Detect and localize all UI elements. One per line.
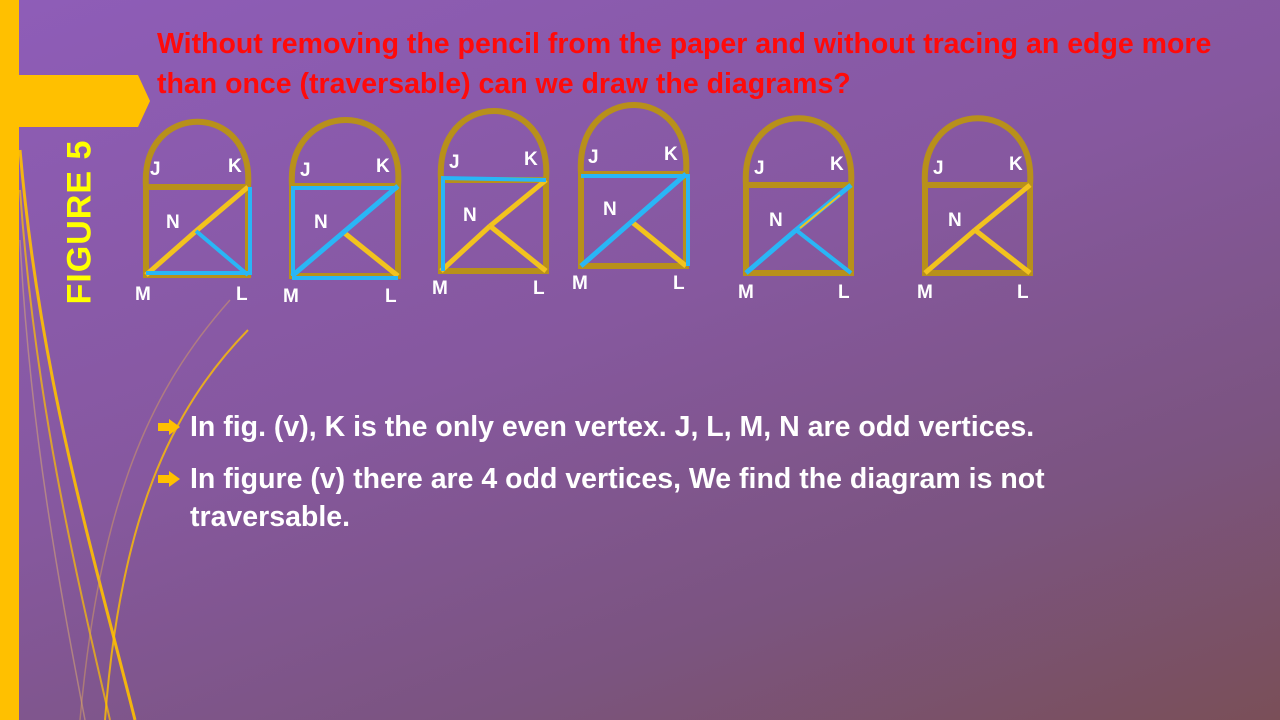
diagram-6-label-j: J (933, 158, 944, 179)
diagram-6-diagonal-mn (923, 228, 977, 275)
diagram-5-diagonal-mn (744, 228, 798, 275)
diagram-5-diagonal-kn-yellow (799, 194, 841, 229)
diagram-6-label-m: M (917, 282, 933, 303)
diagram-4-label-m: M (572, 273, 588, 294)
diagram-6-arc (921, 115, 1034, 186)
diagram-3-label-k: K (524, 149, 538, 170)
diagram-6-diagonal-kn (973, 183, 1032, 232)
diagram-2: J K N M L (283, 117, 402, 307)
diagram-3-edge-jk (440, 176, 547, 182)
diagram-3-diagonal-mn (439, 224, 492, 273)
figure-diagrams: J K N M L J K N M L J K N M L (135, 102, 1034, 307)
diagram-4-arc (577, 102, 690, 175)
diagram-2-arc (288, 117, 402, 187)
bullet-text: In fig. (v), K is the only even vertex. … (190, 411, 1035, 443)
bullet-list: In fig. (v), K is the only even vertex. … (158, 408, 1168, 550)
diagram-2-label-j: J (300, 160, 311, 181)
diagram-3-label-m: M (432, 278, 448, 299)
decorative-curves (18, 149, 249, 720)
arrow-bullet-icon (158, 419, 180, 435)
diagram-3-diagonal-nl (488, 224, 548, 273)
diagram-5-diagonal-nl (794, 228, 853, 275)
diagram-4-diagonal-nl (630, 220, 688, 268)
diagram-2-diagonal-mk (290, 184, 400, 278)
diagram-3-arc (437, 108, 550, 181)
diagram-3-label-j: J (449, 152, 460, 173)
left-accent-bar (0, 0, 19, 720)
diagram-6-label-n: N (948, 210, 962, 231)
arrow-bullet-icon (158, 471, 180, 487)
diagram-5-square (743, 182, 854, 276)
diagram-2-label-m: M (283, 286, 299, 307)
diagram-1-label-k: K (228, 156, 242, 177)
diagram-2-label-k: K (376, 156, 390, 177)
diagram-2-label-l: L (385, 286, 397, 307)
diagram-4-label-l: L (673, 273, 685, 294)
diagram-6-diagonal-nl (973, 228, 1032, 275)
diagram-5-label-n: N (769, 210, 783, 231)
diagram-3-label-l: L (533, 278, 545, 299)
diagram-1: J K N M L (135, 118, 252, 305)
diagram-5-arc (742, 115, 855, 186)
diagram-3-diagonal-kn (488, 178, 548, 228)
diagram-4-label-j: J (588, 147, 599, 168)
diagram-4: J K N M L (572, 102, 690, 294)
diagram-3-label-n: N (463, 205, 477, 226)
diagram-6-label-l: L (1017, 282, 1029, 303)
diagram-6-square (922, 182, 1033, 276)
diagram-5-label-k: K (830, 154, 844, 175)
diagram-1-diagonal-mn (144, 229, 198, 277)
diagram-1-label-l: L (236, 284, 248, 305)
diagram-2-label-n: N (314, 212, 328, 233)
diagram-1-diagonal-kn (194, 185, 250, 233)
diagram-1-arc (142, 118, 252, 188)
diagram-4-label-n: N (603, 199, 617, 220)
diagram-3: J K N M L (432, 108, 550, 299)
diagram-4-diagonal-mk (579, 172, 688, 268)
diagram-5: J K N M L (738, 115, 855, 303)
diagram-6: J K N M L (917, 115, 1034, 303)
diagram-5-label-j: J (754, 158, 765, 179)
bullet-item: In figure (v) there are 4 odd vertices, … (158, 460, 1168, 536)
diagram-5-label-m: M (738, 282, 754, 303)
diagram-1-label-n: N (166, 212, 180, 233)
diagram-1-label-m: M (135, 284, 151, 305)
diagram-6-label-k: K (1009, 154, 1023, 175)
bullet-text: In figure (v) there are 4 odd vertices, … (190, 463, 1045, 533)
diagram-5-label-l: L (838, 282, 850, 303)
diagram-4-label-k: K (664, 144, 678, 165)
diagram-1-diagonal-nl (194, 229, 250, 277)
bullet-item: In fig. (v), K is the only even vertex. … (158, 408, 1168, 446)
diagram-2-diagonal-nl (340, 229, 400, 278)
slide-title: Without removing the pencil from the pap… (157, 28, 1212, 100)
header-tab-accent (0, 75, 150, 127)
diagram-1-label-j: J (150, 159, 161, 180)
